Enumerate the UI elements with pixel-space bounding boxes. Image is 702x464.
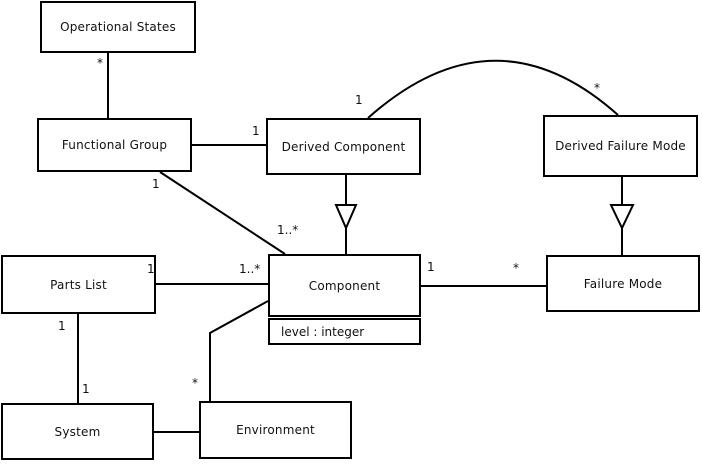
multiplicity-label: 1: [252, 124, 260, 138]
multiplicity-label: 1..*: [239, 262, 261, 276]
class-component-label: Component: [308, 278, 381, 293]
edge-derived-component-derived-failure-mode-arc: [367, 59, 619, 119]
class-component: Component: [268, 254, 421, 317]
multiplicity-label: *: [594, 81, 600, 95]
class-derived-failure-mode-label: Derived Failure Mode: [555, 139, 686, 153]
class-derived-component-label: Derived Component: [281, 139, 406, 154]
class-component-attribute-compartment: level : integer: [268, 318, 421, 345]
component-attribute-level: level : integer: [281, 324, 365, 339]
multiplicity-label: *: [192, 376, 198, 390]
multiplicity-label: *: [513, 261, 519, 275]
class-derived-component: Derived Component: [266, 118, 421, 175]
class-parts-list-label: Parts List: [50, 277, 107, 292]
class-functional-group: Functional Group: [37, 118, 192, 172]
multiplicity-label: *: [97, 56, 103, 70]
class-environment: Environment: [199, 401, 352, 459]
multiplicity-label: 1: [147, 262, 155, 276]
class-operational-states: Operational States: [40, 1, 196, 53]
class-failure-mode-label: Failure Mode: [583, 276, 663, 291]
generalization-arrow-component: [334, 204, 358, 231]
class-parts-list: Parts List: [1, 255, 156, 314]
class-functional-group-label: Functional Group: [61, 138, 168, 152]
multiplicity-label: 1: [58, 319, 66, 333]
edge-environment-component: [209, 300, 269, 401]
class-operational-states-label: Operational States: [60, 20, 176, 34]
multiplicity-label: 1: [152, 177, 160, 191]
multiplicity-label: 1: [355, 93, 363, 107]
class-system: System: [1, 403, 154, 460]
class-environment-label: Environment: [236, 423, 315, 437]
generalization-arrow-failure-mode: [609, 204, 635, 231]
multiplicity-label: 1..*: [277, 223, 299, 237]
class-failure-mode: Failure Mode: [546, 255, 700, 312]
edge-functional-group-component: [159, 171, 286, 255]
class-derived-failure-mode: Derived Failure Mode: [543, 115, 698, 177]
multiplicity-label: 1: [82, 382, 90, 396]
class-system-label: System: [54, 424, 101, 439]
multiplicity-label: 1: [427, 260, 435, 274]
